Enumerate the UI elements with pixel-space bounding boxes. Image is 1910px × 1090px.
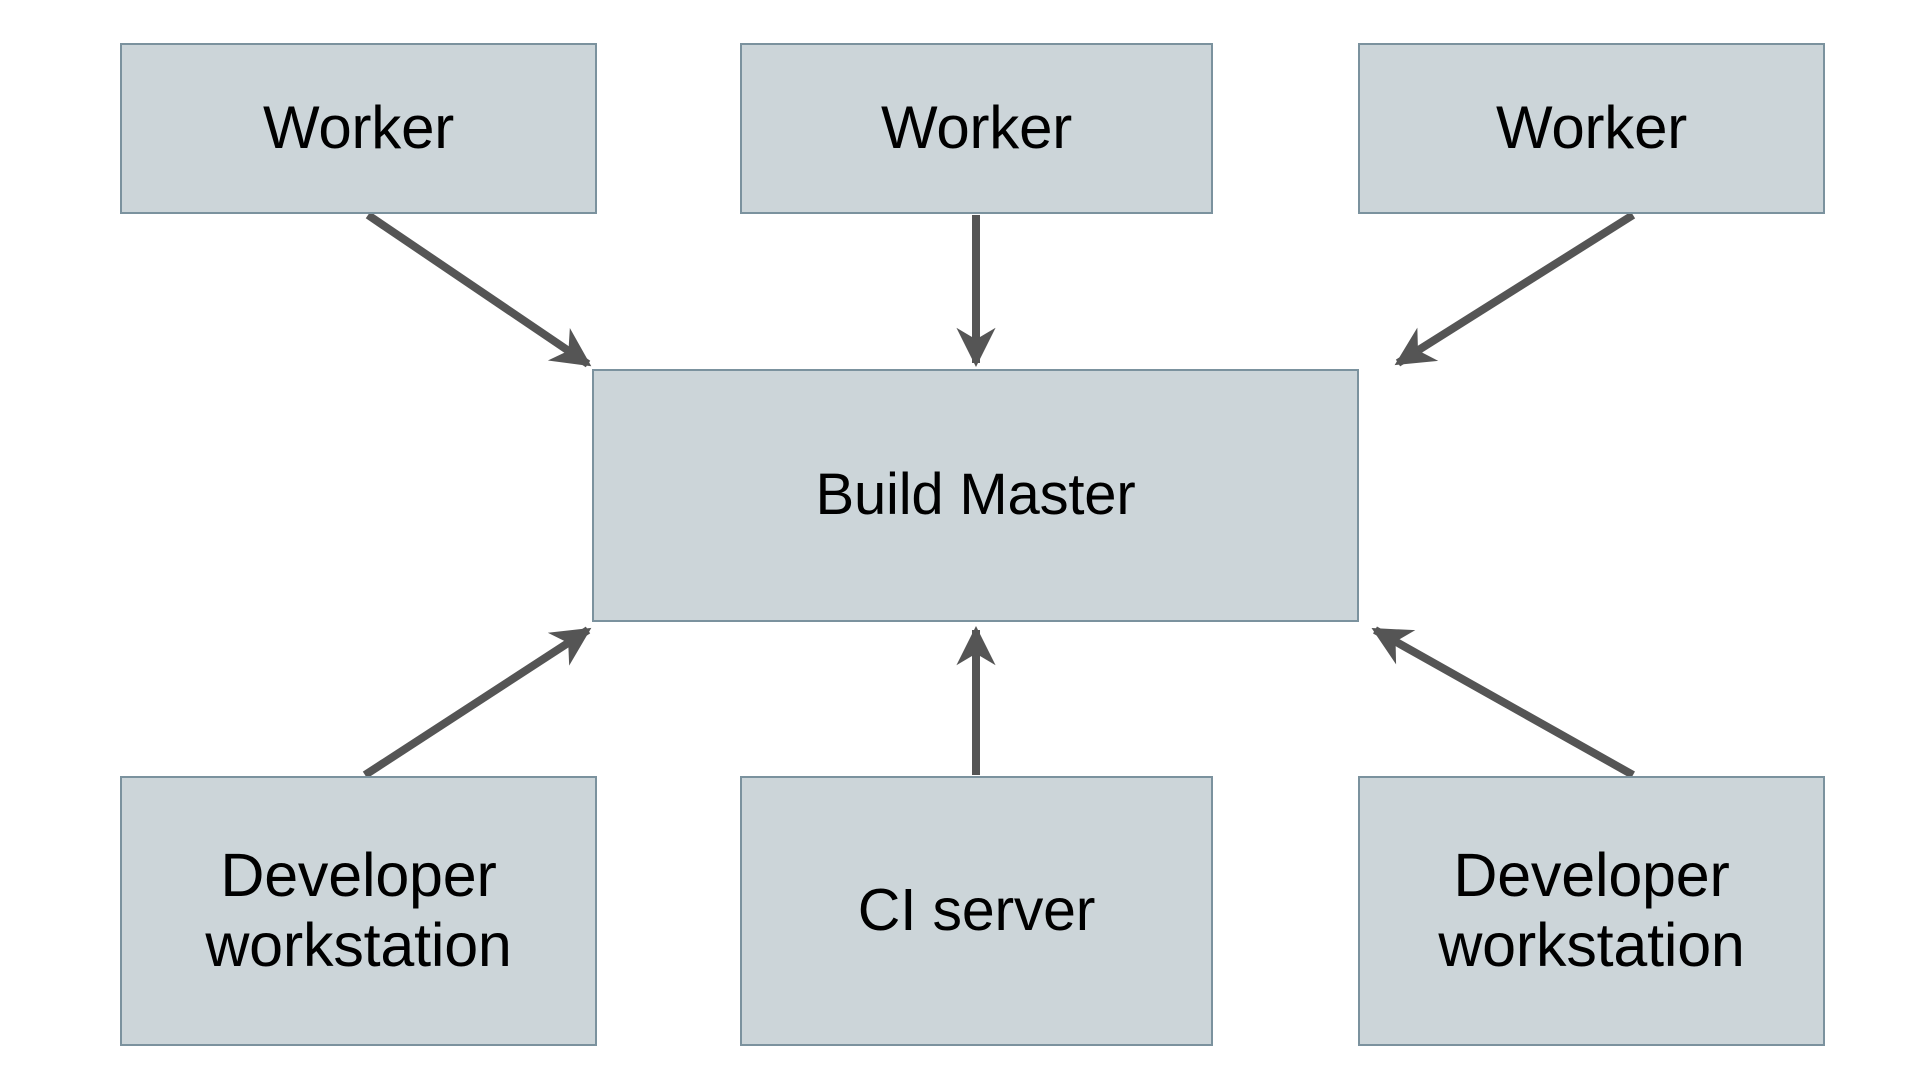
node-worker-1[interactable]: Worker [120, 43, 597, 214]
edge-dev-workstation-left-to-build-master [362, 626, 592, 779]
node-dev-workstation-right[interactable]: Developer workstation [1358, 776, 1825, 1046]
node-build-master-label: Build Master [815, 462, 1136, 528]
node-dev-workstation-left-label: Developer workstation [205, 841, 512, 979]
edge-worker-3-to-build-master [1394, 211, 1636, 367]
node-ci-server[interactable]: CI server [740, 776, 1213, 1046]
node-worker-3[interactable]: Worker [1358, 43, 1825, 214]
node-worker-3-label: Worker [1495, 94, 1688, 162]
node-worker-2-label: Worker [880, 94, 1073, 162]
node-dev-workstation-left[interactable]: Developer workstation [120, 776, 597, 1046]
node-dev-workstation-right-label: Developer workstation [1438, 841, 1745, 979]
node-worker-1-label: Worker [262, 94, 455, 162]
node-build-master[interactable]: Build Master [592, 369, 1359, 622]
edge-dev-workstation-right-to-build-master [1371, 626, 1635, 779]
node-worker-2[interactable]: Worker [740, 43, 1213, 214]
node-ci-server-label: CI server [857, 877, 1096, 944]
edge-worker-1-to-build-master [365, 211, 592, 368]
